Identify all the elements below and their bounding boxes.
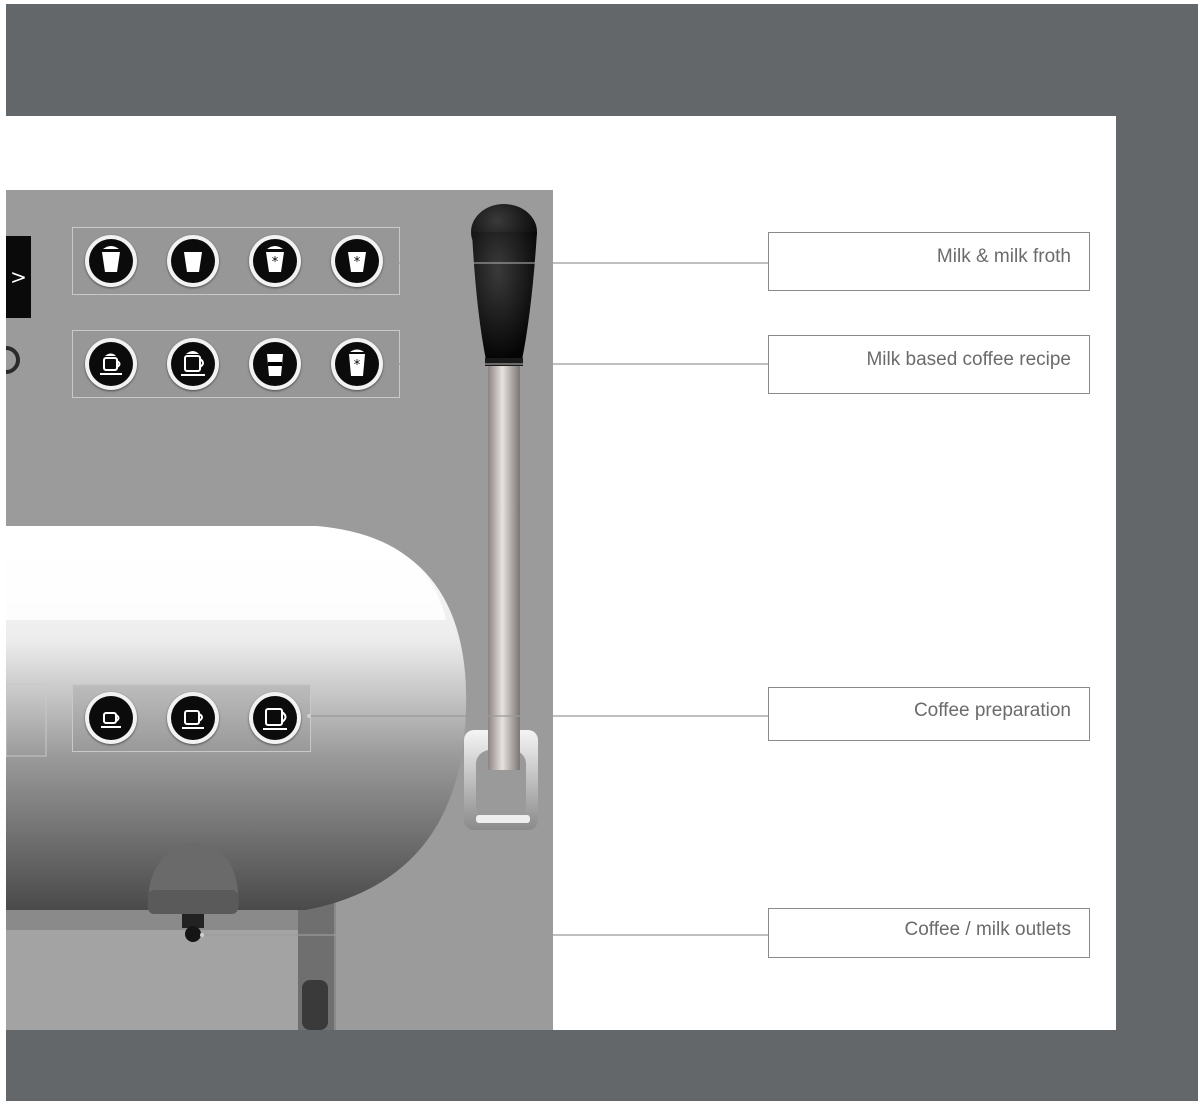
- callout-coffee-milk-outlets: Coffee / milk outlets: [768, 908, 1090, 958]
- coffee-icon[interactable]: [167, 692, 219, 744]
- svg-text:*: *: [354, 255, 361, 270]
- chevron-right-icon: >: [10, 265, 27, 289]
- frame: > * *: [6, 4, 1198, 1101]
- callout-milk-froth: Milk & milk froth: [768, 232, 1090, 291]
- milk-coffee-buttons: *: [72, 330, 400, 398]
- iced-latte-icon[interactable]: *: [331, 338, 383, 390]
- large-cappuccino-icon[interactable]: [167, 338, 219, 390]
- coffee-buttons: [72, 684, 311, 752]
- coffee-machine-illustration: > * *: [6, 190, 553, 1030]
- milk-glass-icon[interactable]: [85, 235, 137, 287]
- callout-leader-lines: [200, 262, 768, 937]
- cappuccino-icon[interactable]: [85, 338, 137, 390]
- espresso-icon[interactable]: [85, 692, 137, 744]
- latte-macchiato-icon[interactable]: [249, 338, 301, 390]
- cold-milk-icon[interactable]: *: [249, 235, 301, 287]
- callout-coffee-preparation: Coffee preparation: [768, 687, 1090, 741]
- diagram-panel: > * *: [6, 116, 1116, 1030]
- milk-froth-buttons: * *: [72, 227, 400, 295]
- svg-text:*: *: [354, 358, 361, 373]
- machine-body-drawing: [6, 204, 538, 1030]
- next-arrow-button[interactable]: >: [6, 236, 31, 318]
- callout-milk-coffee-recipe: Milk based coffee recipe: [768, 335, 1090, 394]
- large-coffee-icon[interactable]: [249, 692, 301, 744]
- cold-froth-icon[interactable]: *: [331, 235, 383, 287]
- svg-text:*: *: [272, 255, 279, 270]
- milk-cup-icon[interactable]: [167, 235, 219, 287]
